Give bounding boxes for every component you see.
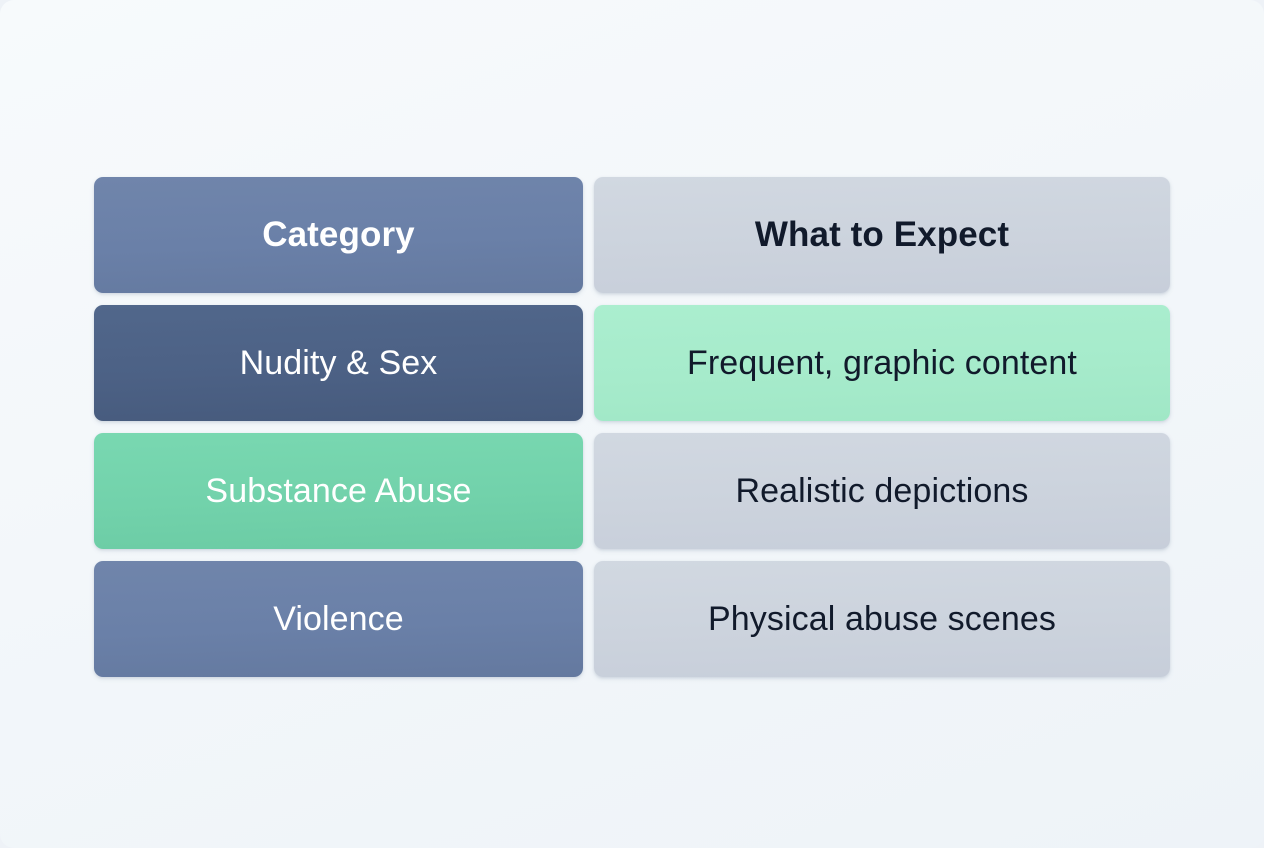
cell-expectation-substance-abuse: Realistic depictions [594, 433, 1170, 549]
column-header-category: Category [94, 177, 583, 293]
table-row: Substance Abuse Realistic depictions [94, 433, 1170, 549]
cell-category-nudity-and-sex: Nudity & Sex [94, 305, 583, 421]
table-row: Nudity & Sex Frequent, graphic content [94, 305, 1170, 421]
cell-expectation-violence: Physical abuse scenes [594, 561, 1170, 677]
table-header-row: Category What to Expect [94, 177, 1170, 293]
content-rating-table: Category What to Expect Nudity & Sex Fre… [94, 177, 1170, 677]
cell-category-violence: Violence [94, 561, 583, 677]
cell-expectation-nudity-and-sex: Frequent, graphic content [594, 305, 1170, 421]
cell-category-substance-abuse: Substance Abuse [94, 433, 583, 549]
column-header-what-to-expect: What to Expect [594, 177, 1170, 293]
table-row: Violence Physical abuse scenes [94, 561, 1170, 677]
